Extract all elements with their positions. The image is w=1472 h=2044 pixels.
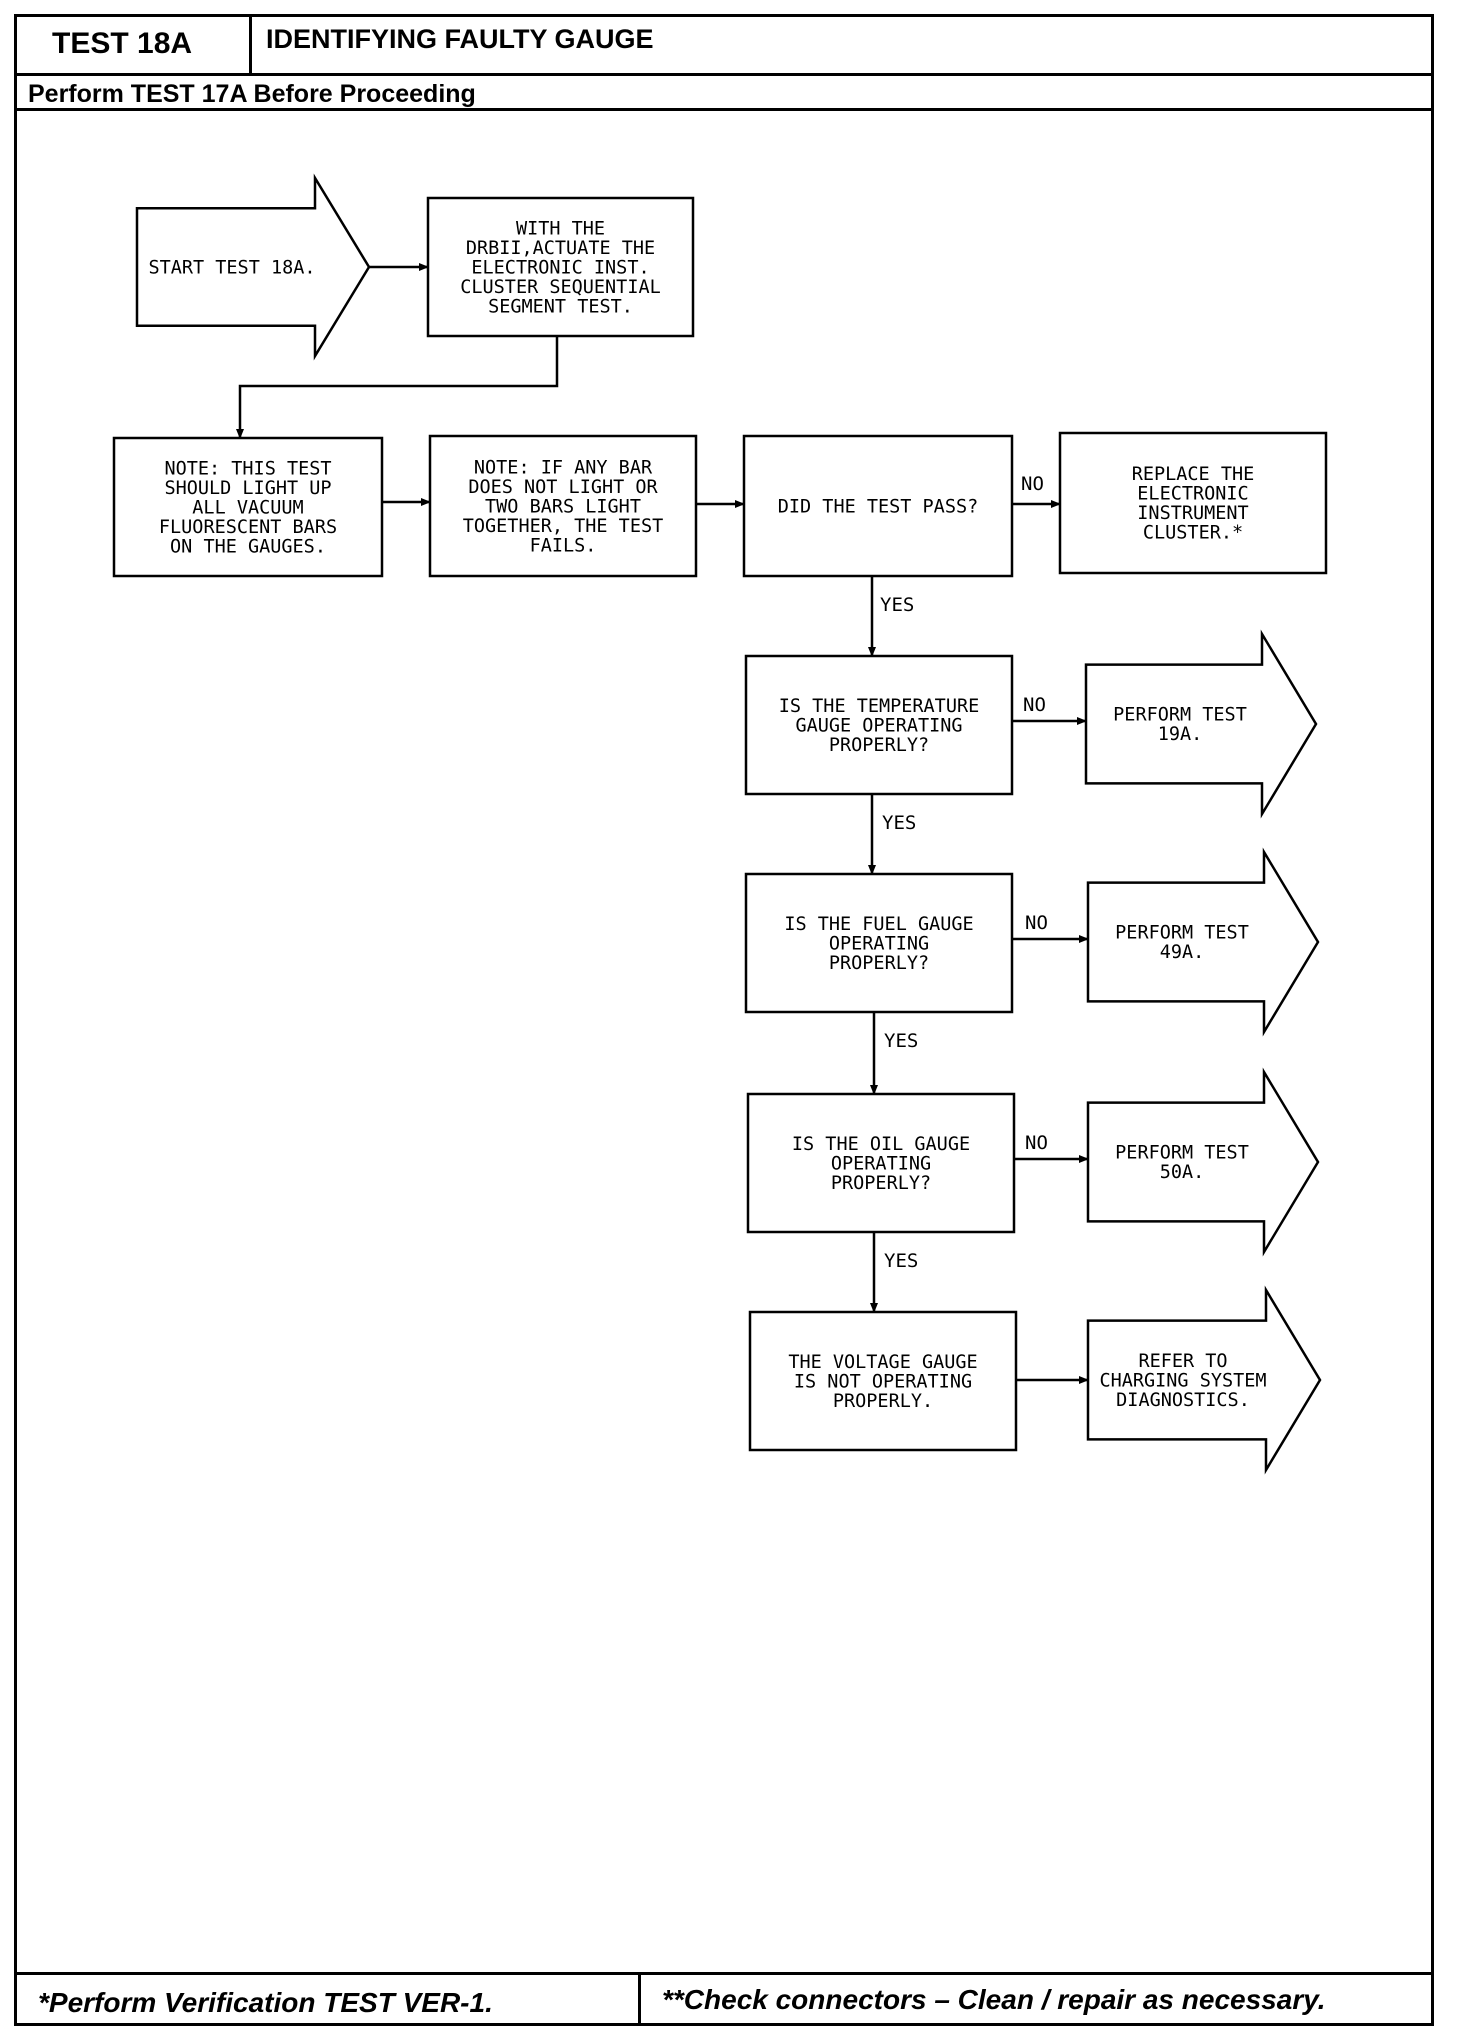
title-rule: [14, 73, 1434, 76]
node-text-line: IS THE TEMPERATURE: [779, 696, 979, 717]
page-title: IDENTIFYING FAULTY GAUGE: [266, 24, 654, 54]
edge-label-yes: YES: [882, 812, 916, 834]
node-text-line: PROPERLY.: [833, 1391, 933, 1412]
edge-label-no: NO: [1023, 694, 1046, 716]
node-text-line: 19A.: [1158, 724, 1203, 745]
node-text-line: OPERATING: [829, 933, 929, 954]
node-text-line: REFER TO: [1138, 1351, 1227, 1372]
node-text-line: SHOULD LIGHT UP: [164, 478, 331, 499]
node-text-line: TOGETHER, THE TEST: [463, 516, 663, 537]
footer-divider: [638, 1972, 641, 2026]
box-shape: [1058, 431, 1328, 575]
box-shape: [744, 654, 1014, 796]
footer-right-note: **Check connectors – Clean / repair as n…: [662, 1984, 1326, 2015]
page-subtitle: Perform TEST 17A Before Proceeding: [28, 80, 476, 108]
arrow-shape: [1086, 847, 1320, 1037]
box-shape: [428, 434, 698, 578]
node-text-line: TWO BARS LIGHT: [485, 496, 641, 517]
node-text-line: CHARGING SYSTEM: [1099, 1370, 1266, 1391]
node-text-line: SEGMENT TEST.: [488, 296, 633, 317]
node-text-line: PERFORM TEST: [1113, 705, 1247, 726]
arrow-shape: [1086, 1285, 1322, 1475]
footer-left-note: *Perform Verification TEST VER-1.: [38, 1987, 493, 2018]
node-text-line: ELECTRONIC: [1137, 484, 1248, 505]
node-text-line: NOTE: IF ANY BAR: [474, 457, 653, 478]
node-text-line: IS THE OIL GAUGE: [792, 1134, 970, 1155]
node-text-line: IS NOT OPERATING: [794, 1371, 972, 1392]
node-text-line: ELECTRONIC INST.: [471, 257, 649, 278]
page-border: [14, 14, 1434, 2026]
node-text-line: DIAGNOSTICS.: [1116, 1390, 1250, 1411]
node-text-line: FLUORESCENT BARS: [159, 517, 337, 538]
footer-rule: [14, 1972, 1434, 1975]
node-text-line: PROPERLY?: [829, 953, 929, 974]
edge-actuate-to-note1: [236, 336, 559, 439]
box-shape: [748, 1310, 1018, 1452]
node-text-line: DRBII,ACTUATE THE: [466, 238, 655, 259]
node-text-line: REPLACE THE: [1132, 464, 1255, 485]
node-text-line: ALL VACUUM: [192, 497, 303, 518]
node-text-line: OPERATING: [831, 1153, 931, 1174]
box-shape: [426, 196, 695, 338]
node-text-line: PROPERLY?: [829, 735, 929, 756]
node-text-line: CLUSTER.*: [1143, 523, 1243, 544]
edge-label-yes: YES: [884, 1030, 918, 1052]
node-start: START TEST 18A.: [135, 173, 371, 361]
node-pass: DID THE TEST PASS?: [742, 434, 1014, 578]
box-shape: [744, 872, 1014, 1014]
node-text-line: GAUGE OPERATING: [795, 715, 962, 736]
node-text-line: WITH THE: [516, 218, 605, 239]
node-text-line: THE VOLTAGE GAUGE: [788, 1352, 977, 1373]
node-text-line: ON THE GAUGES.: [170, 536, 326, 557]
node-text-line: PROPERLY?: [831, 1173, 931, 1194]
subtitle-rule: [14, 108, 1434, 111]
node-text-line: PERFORM TEST: [1115, 923, 1249, 944]
edge-label-no: NO: [1021, 473, 1044, 495]
node-text-line: PERFORM TEST: [1115, 1143, 1249, 1164]
arrow-shape: [1086, 1067, 1320, 1257]
edge-label-yes: YES: [880, 594, 914, 616]
box-shape: [742, 434, 1014, 578]
box-shape: [112, 436, 384, 578]
node-text-line: DOES NOT LIGHT OR: [468, 477, 658, 498]
node-text-line: INSTRUMENT: [1137, 503, 1248, 524]
edge-label-yes: YES: [884, 1250, 918, 1272]
edge-label-no: NO: [1025, 912, 1048, 934]
arrow-shape: [135, 173, 371, 361]
node-text-line: 50A.: [1160, 1162, 1205, 1183]
arrow-shape: [1084, 629, 1318, 819]
node-text-line: 49A.: [1160, 942, 1205, 963]
test-id: TEST 18A: [52, 27, 193, 60]
node-text-line: DID THE TEST PASS?: [778, 496, 978, 517]
edge-label-no: NO: [1025, 1132, 1048, 1154]
node-text-line: NOTE: THIS TEST: [164, 458, 331, 479]
node-text-line: CLUSTER SEQUENTIAL: [460, 277, 660, 298]
node-text-line: IS THE FUEL GAUGE: [784, 914, 973, 935]
box-shape: [746, 1092, 1016, 1234]
node-text-line: START TEST 18A.: [148, 257, 315, 278]
node-text-line: FAILS.: [530, 535, 597, 556]
